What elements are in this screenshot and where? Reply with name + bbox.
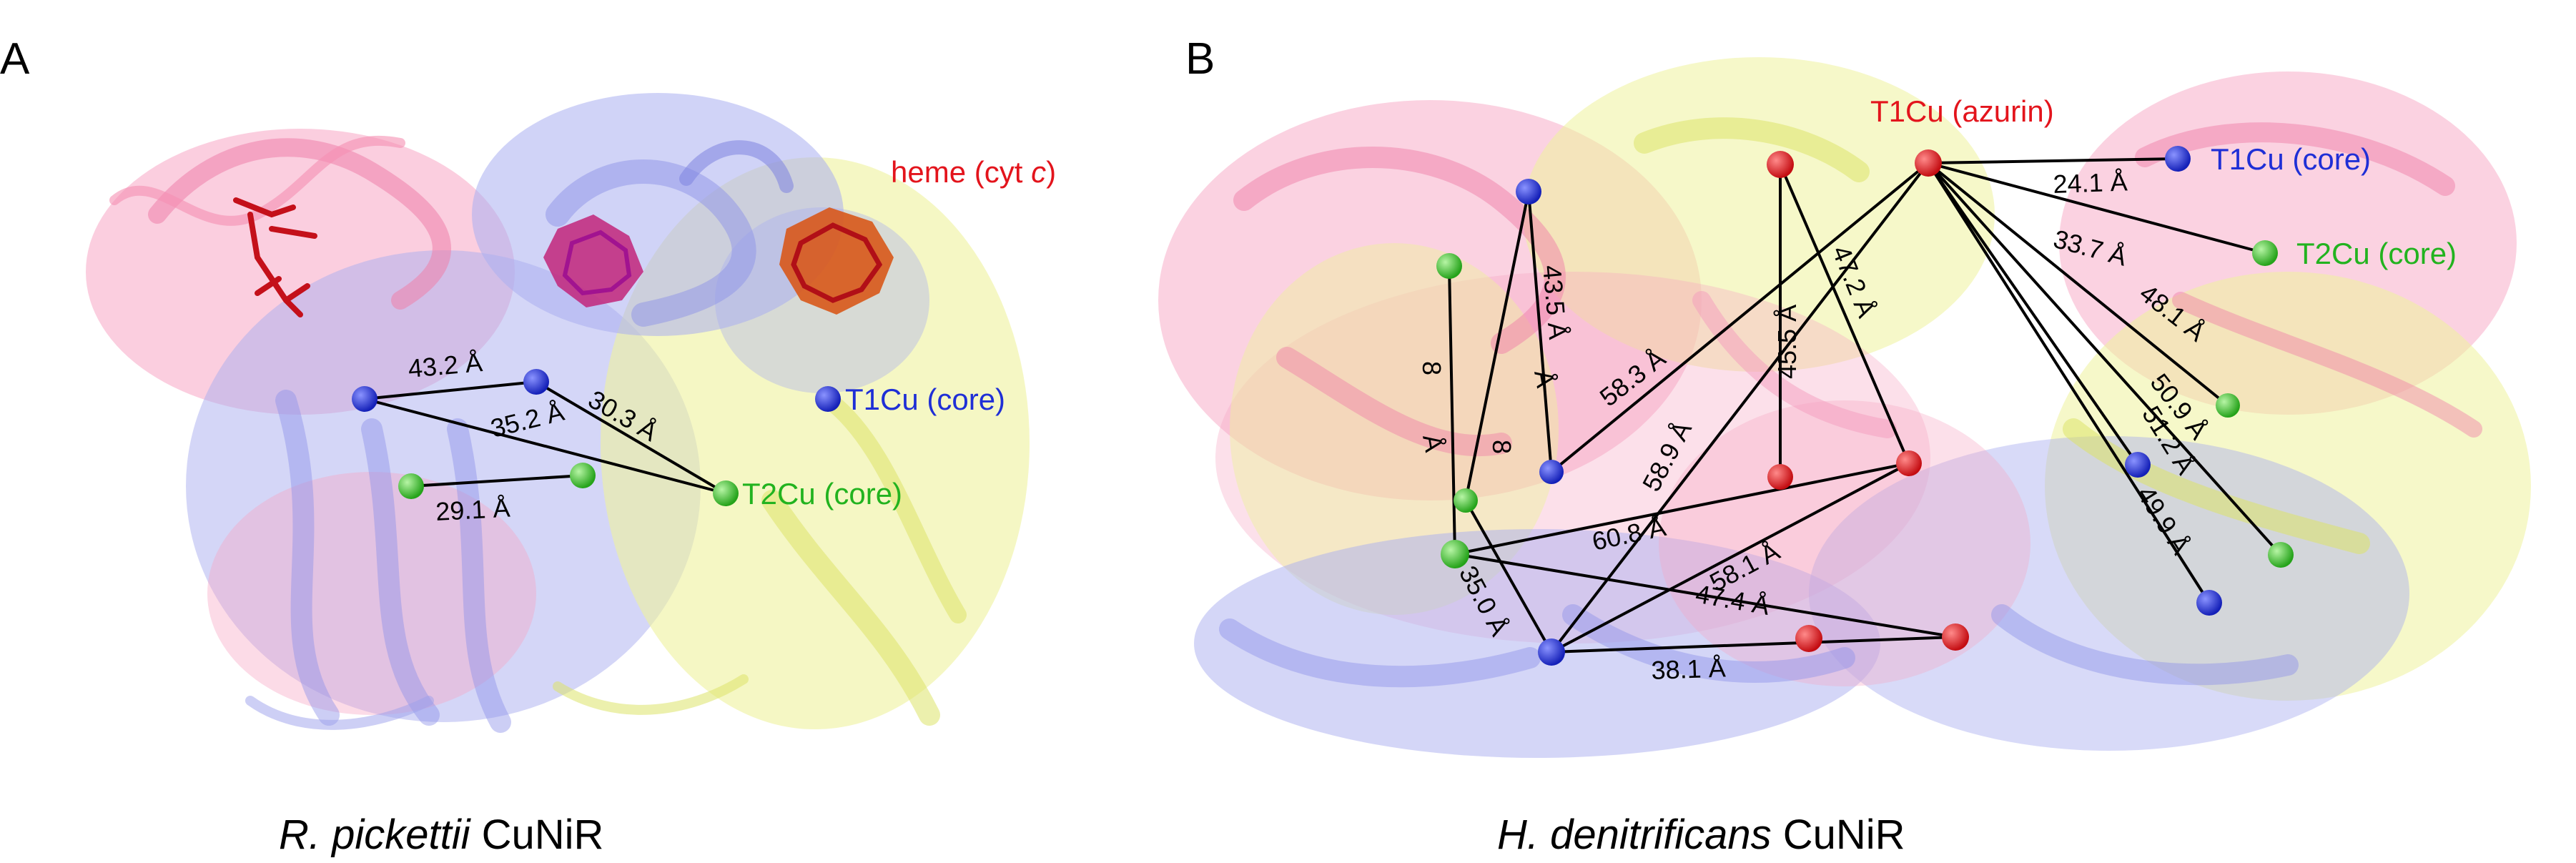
t2cu-sphere (398, 473, 424, 499)
heme-group-left (233, 197, 317, 317)
t2cu-core-sphere (2268, 542, 2294, 568)
distance-label: 45.5 Å (1772, 305, 1802, 379)
t1cu-core-label: T1Cu (core) (845, 383, 1005, 416)
t1cu-core-sphere (1539, 460, 1564, 484)
t2cu-core-label: T2Cu (core) (2296, 237, 2457, 270)
t1cu-core-sphere (1538, 638, 1565, 666)
t1cu-core-sphere (1516, 179, 1541, 204)
panel-a-copper-sites (352, 369, 841, 506)
azurin-t1cu-sphere (1767, 151, 1794, 178)
t1cu-azurin-label: T1Cu (azurin) (1870, 94, 2054, 128)
t2cu-core-sphere (2216, 393, 2240, 418)
panel-b-caption: H. denitrificans CuNiR (1497, 812, 1905, 858)
t2cu-core-sphere (2252, 240, 2278, 266)
heme-group-center (543, 214, 643, 307)
t1cu-core-label: T1Cu (core) (2211, 142, 2371, 176)
distance-label: 24.1 Å (2053, 167, 2128, 199)
distance-label: 43.2 Å (407, 347, 483, 383)
t1cu-core-sphere (2196, 590, 2222, 616)
t1cu-sphere (523, 369, 549, 395)
distance-label: 43.5 Å (1537, 264, 1573, 340)
panel-b-copper-sites (1436, 146, 2294, 666)
t2cu-core-sphere (1441, 540, 1469, 568)
distance-label: 8 (1417, 361, 1446, 375)
heme-group-right (779, 207, 894, 315)
t2cu-core-label: T2Cu (core) (742, 477, 902, 511)
panel-a-distance-lines (364, 380, 727, 495)
panel-a-protein-background (86, 93, 1030, 733)
t1cu-sphere (352, 386, 377, 412)
distance-label: 8 (1487, 440, 1516, 454)
t2cu-legend-sphere (713, 480, 739, 506)
t2cu-core-sphere (1454, 488, 1478, 513)
t2cu-core-sphere (1436, 253, 1462, 279)
panel-b-protein-background (1158, 57, 2531, 758)
t1cu-core-sphere (2125, 452, 2151, 478)
azurin-t1cu-sphere (1795, 625, 1822, 652)
distance-label: 29.1 Å (435, 493, 510, 526)
distance-label: 38.1 Å (1651, 653, 1726, 685)
azurin-t1cu-sphere (1915, 149, 1942, 177)
panel-a-caption: R. pickettii CuNiR (279, 812, 603, 858)
azurin-t1cu-sphere (1767, 464, 1793, 490)
heme-label: heme (cyt c) (891, 155, 1056, 189)
panel-a-letter: A (0, 34, 30, 84)
panel-b-letter: B (1185, 34, 1215, 84)
t2cu-sphere (570, 463, 596, 488)
azurin-t1cu-sphere (1896, 450, 1922, 476)
panel-b-distance-lines (1448, 157, 2282, 654)
azurin-t1cu-sphere (1942, 623, 1969, 651)
t1cu-legend-sphere (815, 386, 841, 412)
t1cu-core-sphere (2165, 146, 2191, 172)
